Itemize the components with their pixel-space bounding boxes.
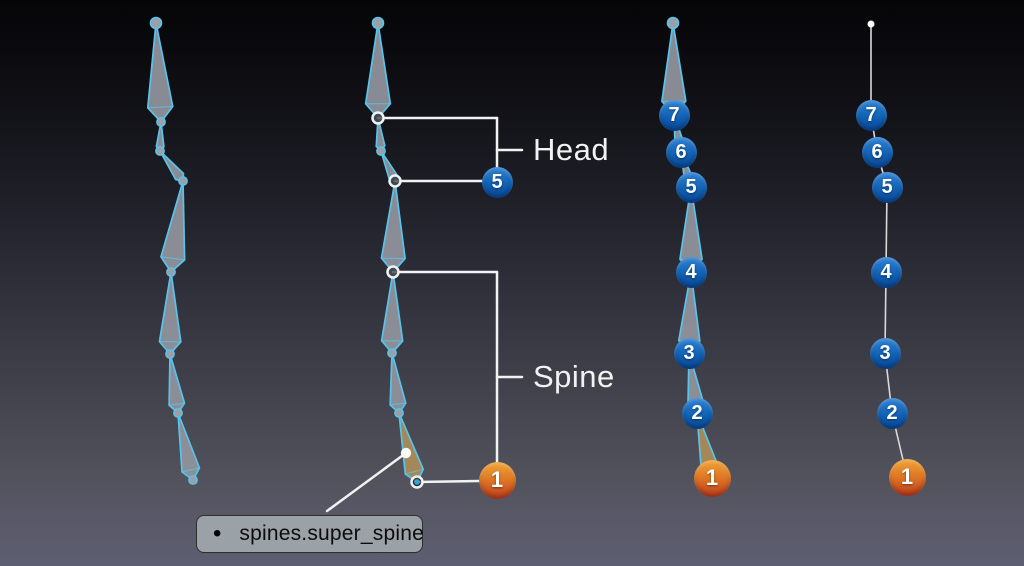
bone-joint-sphere bbox=[376, 146, 386, 156]
bone-cross-edge bbox=[169, 402, 185, 406]
bone-tail-sphere bbox=[149, 16, 163, 30]
bone-joint-sphere bbox=[165, 349, 175, 359]
armature-plain[interactable] bbox=[146, 16, 201, 485]
armature-bones-layer[interactable] bbox=[146, 16, 908, 485]
bone-cross-edge bbox=[390, 402, 406, 406]
joint-ring-spine-bottom-core bbox=[414, 479, 420, 485]
spine-label: Spine bbox=[533, 359, 615, 394]
bone-joint-sphere bbox=[156, 117, 166, 127]
rig-joint-badge-5[interactable]: 5 bbox=[675, 171, 707, 203]
rig-joint-badge-1[interactable]: 1 bbox=[888, 458, 926, 496]
bone-cross-edge bbox=[160, 256, 185, 261]
bone-cross-edge bbox=[147, 106, 173, 109]
control-chain-top-dot bbox=[867, 20, 875, 28]
rig-joint-badge-4[interactable]: 4 bbox=[675, 256, 707, 288]
bone-cross-edge bbox=[381, 257, 406, 260]
bone-tail-sphere bbox=[666, 16, 680, 30]
bone-selected[interactable] bbox=[398, 412, 425, 483]
tooltip-bullet-icon: • bbox=[213, 520, 222, 547]
rig-joint-badge-5[interactable]: 5 bbox=[871, 171, 903, 203]
spine-badge-connector-line bbox=[415, 479, 481, 484]
rig-joint-badge-3[interactable]: 3 bbox=[869, 337, 901, 369]
armature-annotated[interactable] bbox=[364, 16, 425, 483]
rig-joint-badge-7[interactable]: 7 bbox=[855, 99, 887, 131]
rig-joint-badge-5[interactable]: 5 bbox=[481, 166, 513, 198]
rig-joint-badge-3[interactable]: 3 bbox=[673, 337, 705, 369]
rig-joint-badge-1[interactable]: 1 bbox=[693, 459, 731, 497]
selected-bone-dot bbox=[400, 447, 412, 459]
bone-joint-sphere bbox=[173, 408, 183, 418]
annotation-lines bbox=[325, 111, 524, 513]
joint-ring-spine-top bbox=[386, 265, 400, 279]
joint-ring-head-bottom bbox=[388, 174, 402, 188]
bone-name-tooltip: • spines.super_spine bbox=[196, 515, 424, 553]
rig-joint-badge-2[interactable]: 2 bbox=[681, 397, 713, 429]
tooltip-pointer-line bbox=[325, 451, 408, 513]
bone-joint-sphere bbox=[178, 176, 188, 186]
bone-joint-sphere bbox=[166, 267, 176, 277]
bone-tail-sphere bbox=[371, 16, 385, 30]
tooltip-bone-name: spines.super_spine bbox=[239, 522, 424, 545]
bone-cross-edge bbox=[405, 468, 424, 475]
bone-joint-sphere bbox=[394, 408, 404, 418]
rig-joint-badge-7[interactable]: 7 bbox=[658, 99, 690, 131]
bone-joint-sphere bbox=[188, 475, 198, 485]
rig-joint-badge-2[interactable]: 2 bbox=[876, 397, 908, 429]
joint-ring-head-top bbox=[371, 111, 385, 125]
rig-joint-badge-6[interactable]: 6 bbox=[861, 136, 893, 168]
rig-joint-badge-4[interactable]: 4 bbox=[870, 256, 902, 288]
bone-cross-edge bbox=[181, 467, 200, 473]
rig-joint-badge-6[interactable]: 6 bbox=[665, 136, 697, 168]
bone-joint-sphere bbox=[155, 146, 165, 156]
bone-joint-sphere bbox=[387, 348, 397, 358]
head-label: Head bbox=[533, 132, 610, 167]
rig-joint-badge-1[interactable]: 1 bbox=[478, 461, 516, 499]
bone[interactable] bbox=[159, 150, 185, 182]
